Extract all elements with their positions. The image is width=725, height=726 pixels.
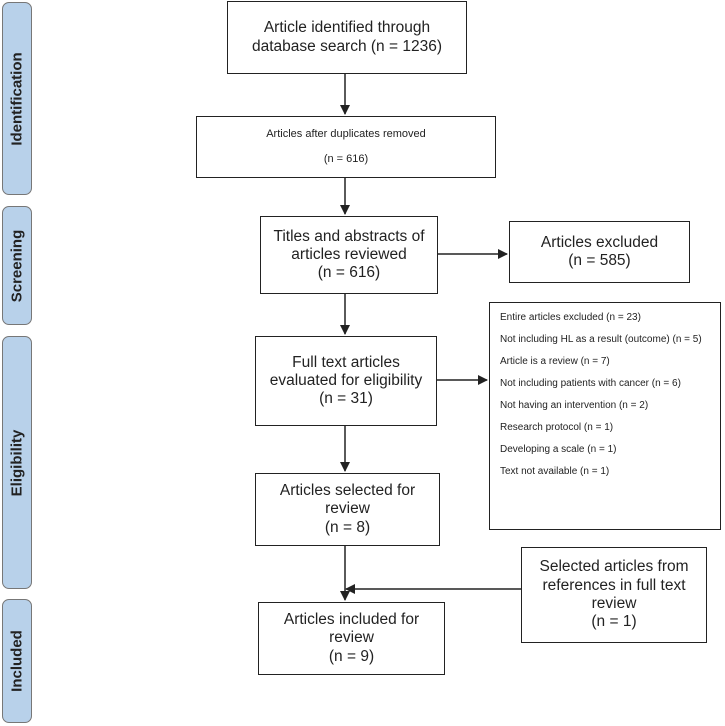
box-selected-line2: review <box>325 500 370 518</box>
box-included-line3: (n = 9) <box>328 647 375 665</box>
box-fulltext-line1: Full text articles <box>292 353 400 371</box>
box-selected-line1: Articles selected for <box>279 482 416 500</box>
box-fulltext-line3: (n = 31) <box>319 390 373 408</box>
exclusion-item: Developing a scale (n = 1) <box>500 444 617 455</box>
box-references-line4: (n = 1) <box>591 613 637 631</box>
box-duplicates-line2: (n = 616) <box>323 153 369 165</box>
box-fulltext: Full text articles evaluated for eligibi… <box>255 336 437 426</box>
box-included: Articles included for review (n = 9) <box>258 602 445 675</box>
box-screened-line1: Titles and abstracts of <box>273 227 425 245</box>
phase-included: Included <box>2 599 32 723</box>
box-duplicates-line1: Articles after duplicates removed <box>266 128 426 141</box>
phase-eligibility: Eligibility <box>2 336 32 589</box>
box-excluded-screening: Articles excluded (n = 585) <box>509 221 690 283</box>
exclusion-item: Not having an intervention (n = 2) <box>500 400 649 411</box>
box-included-line1: Articles included for <box>283 611 420 629</box>
exclusion-item: Research protocol (n = 1) <box>500 422 614 433</box>
box-selected: Articles selected for review (n = 8) <box>255 473 440 546</box>
box-duplicates-removed: Articles after duplicates removed (n = 6… <box>196 116 496 178</box>
box-identified-line2: database search (n = 1236) <box>251 37 442 55</box>
phase-identification: Identification <box>2 2 32 195</box>
box-screened: Titles and abstracts of articles reviewe… <box>260 216 438 294</box>
box-selected-line3: (n = 8) <box>324 518 371 536</box>
exclusion-item: Not including patients with cancer (n = … <box>500 378 681 389</box>
box-screened-line2: articles reviewed <box>291 245 407 263</box>
box-references-line1: Selected articles from <box>539 558 689 576</box>
exclusion-item: Article is a review (n = 7) <box>500 356 610 367</box>
box-fulltext-exclusions: Entire articles excluded (n = 23) Not in… <box>489 302 721 530</box>
box-references-line2: references in full text <box>542 576 686 594</box>
exclusion-item: Text not available (n = 1) <box>500 466 610 477</box>
exclusion-item: Entire articles excluded (n = 23) <box>500 312 641 323</box>
box-identified: Article identified through database sear… <box>227 1 467 74</box>
box-identified-line1: Article identified through <box>263 19 431 37</box>
exclusion-item: Not including HL as a result (outcome) (… <box>500 334 702 345</box>
box-references-line3: review <box>591 595 637 612</box>
phase-screening: Screening <box>2 206 32 325</box>
box-excluded-line1: Articles excluded <box>540 233 659 251</box>
box-screened-line3: (n = 616) <box>317 264 381 282</box>
box-fulltext-line2: evaluated for eligibility <box>269 371 423 389</box>
box-included-line2: review <box>329 629 374 647</box>
box-references: Selected articles from references in ful… <box>521 547 707 643</box>
box-excluded-line2: (n = 585) <box>568 252 631 269</box>
